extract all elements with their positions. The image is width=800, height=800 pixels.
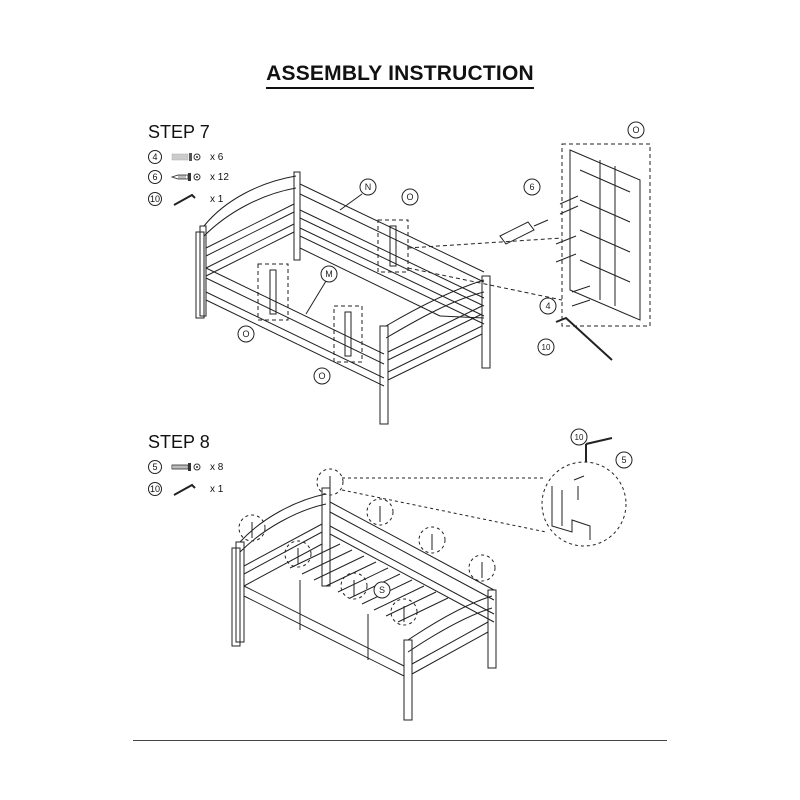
callout-s: S xyxy=(373,581,391,599)
step-7-heading: STEP 7 xyxy=(148,122,210,142)
svg-text:O: O xyxy=(318,371,325,381)
part-row-10: 10 x 1 xyxy=(148,191,223,207)
page-title: ASSEMBLY INSTRUCTION xyxy=(0,62,800,89)
svg-text:N: N xyxy=(365,182,372,192)
step-8-heading: STEP 8 xyxy=(148,432,210,452)
callout-part-10: 10 xyxy=(570,428,588,446)
bolt-washer-icon xyxy=(171,153,201,161)
step-8-bed-frame-drawing xyxy=(231,461,627,721)
callout-m: M xyxy=(305,265,338,315)
callout-o: O xyxy=(401,188,419,206)
part-number-badge: 6 xyxy=(148,170,162,184)
callout-o: O xyxy=(627,121,645,139)
allen-key-icon xyxy=(173,193,196,206)
svg-text:6: 6 xyxy=(529,182,534,192)
part-quantity: x 1 xyxy=(210,483,224,495)
screw-washer-icon xyxy=(170,173,201,181)
svg-text:10: 10 xyxy=(542,343,551,352)
svg-text:M: M xyxy=(325,269,333,279)
callout-part-5: 5 xyxy=(615,451,633,469)
allen-key-icon xyxy=(173,483,196,496)
step-7-detail-drawing xyxy=(499,149,641,361)
svg-text:5: 5 xyxy=(621,455,626,465)
part-row-6: 6 x 12 xyxy=(148,170,229,184)
svg-text:S: S xyxy=(379,585,385,595)
step-7-bed-frame-drawing xyxy=(195,143,651,425)
callout-part-10: 10 xyxy=(537,338,555,356)
svg-text:O: O xyxy=(242,329,249,339)
svg-text:O: O xyxy=(406,192,413,202)
footer-divider xyxy=(133,740,667,741)
part-row-4: 4 x 6 xyxy=(148,150,223,164)
part-row-5: 5 x 8 xyxy=(148,460,223,474)
svg-text:10: 10 xyxy=(575,433,584,442)
callout-part-6: 6 xyxy=(523,178,541,196)
part-quantity: x 12 xyxy=(210,171,229,183)
long-bolt-icon xyxy=(171,463,201,471)
callout-o: O xyxy=(237,325,255,343)
step-8-detail-drawing xyxy=(551,437,613,540)
callout-n: N xyxy=(339,178,377,211)
part-quantity: x 6 xyxy=(210,151,224,163)
svg-text:O: O xyxy=(632,125,639,135)
part-number-badge: 4 xyxy=(148,150,162,164)
part-quantity: x 1 xyxy=(210,193,224,205)
part-number-badge: 5 xyxy=(148,460,162,474)
part-number-badge: 10 xyxy=(148,482,162,496)
callout-part-4: 4 xyxy=(539,297,557,315)
part-number-badge: 10 xyxy=(148,192,162,206)
part-row-10: 10 x 1 xyxy=(148,481,223,497)
part-quantity: x 8 xyxy=(210,461,224,473)
svg-text:4: 4 xyxy=(545,301,550,311)
callout-o: O xyxy=(313,367,331,385)
